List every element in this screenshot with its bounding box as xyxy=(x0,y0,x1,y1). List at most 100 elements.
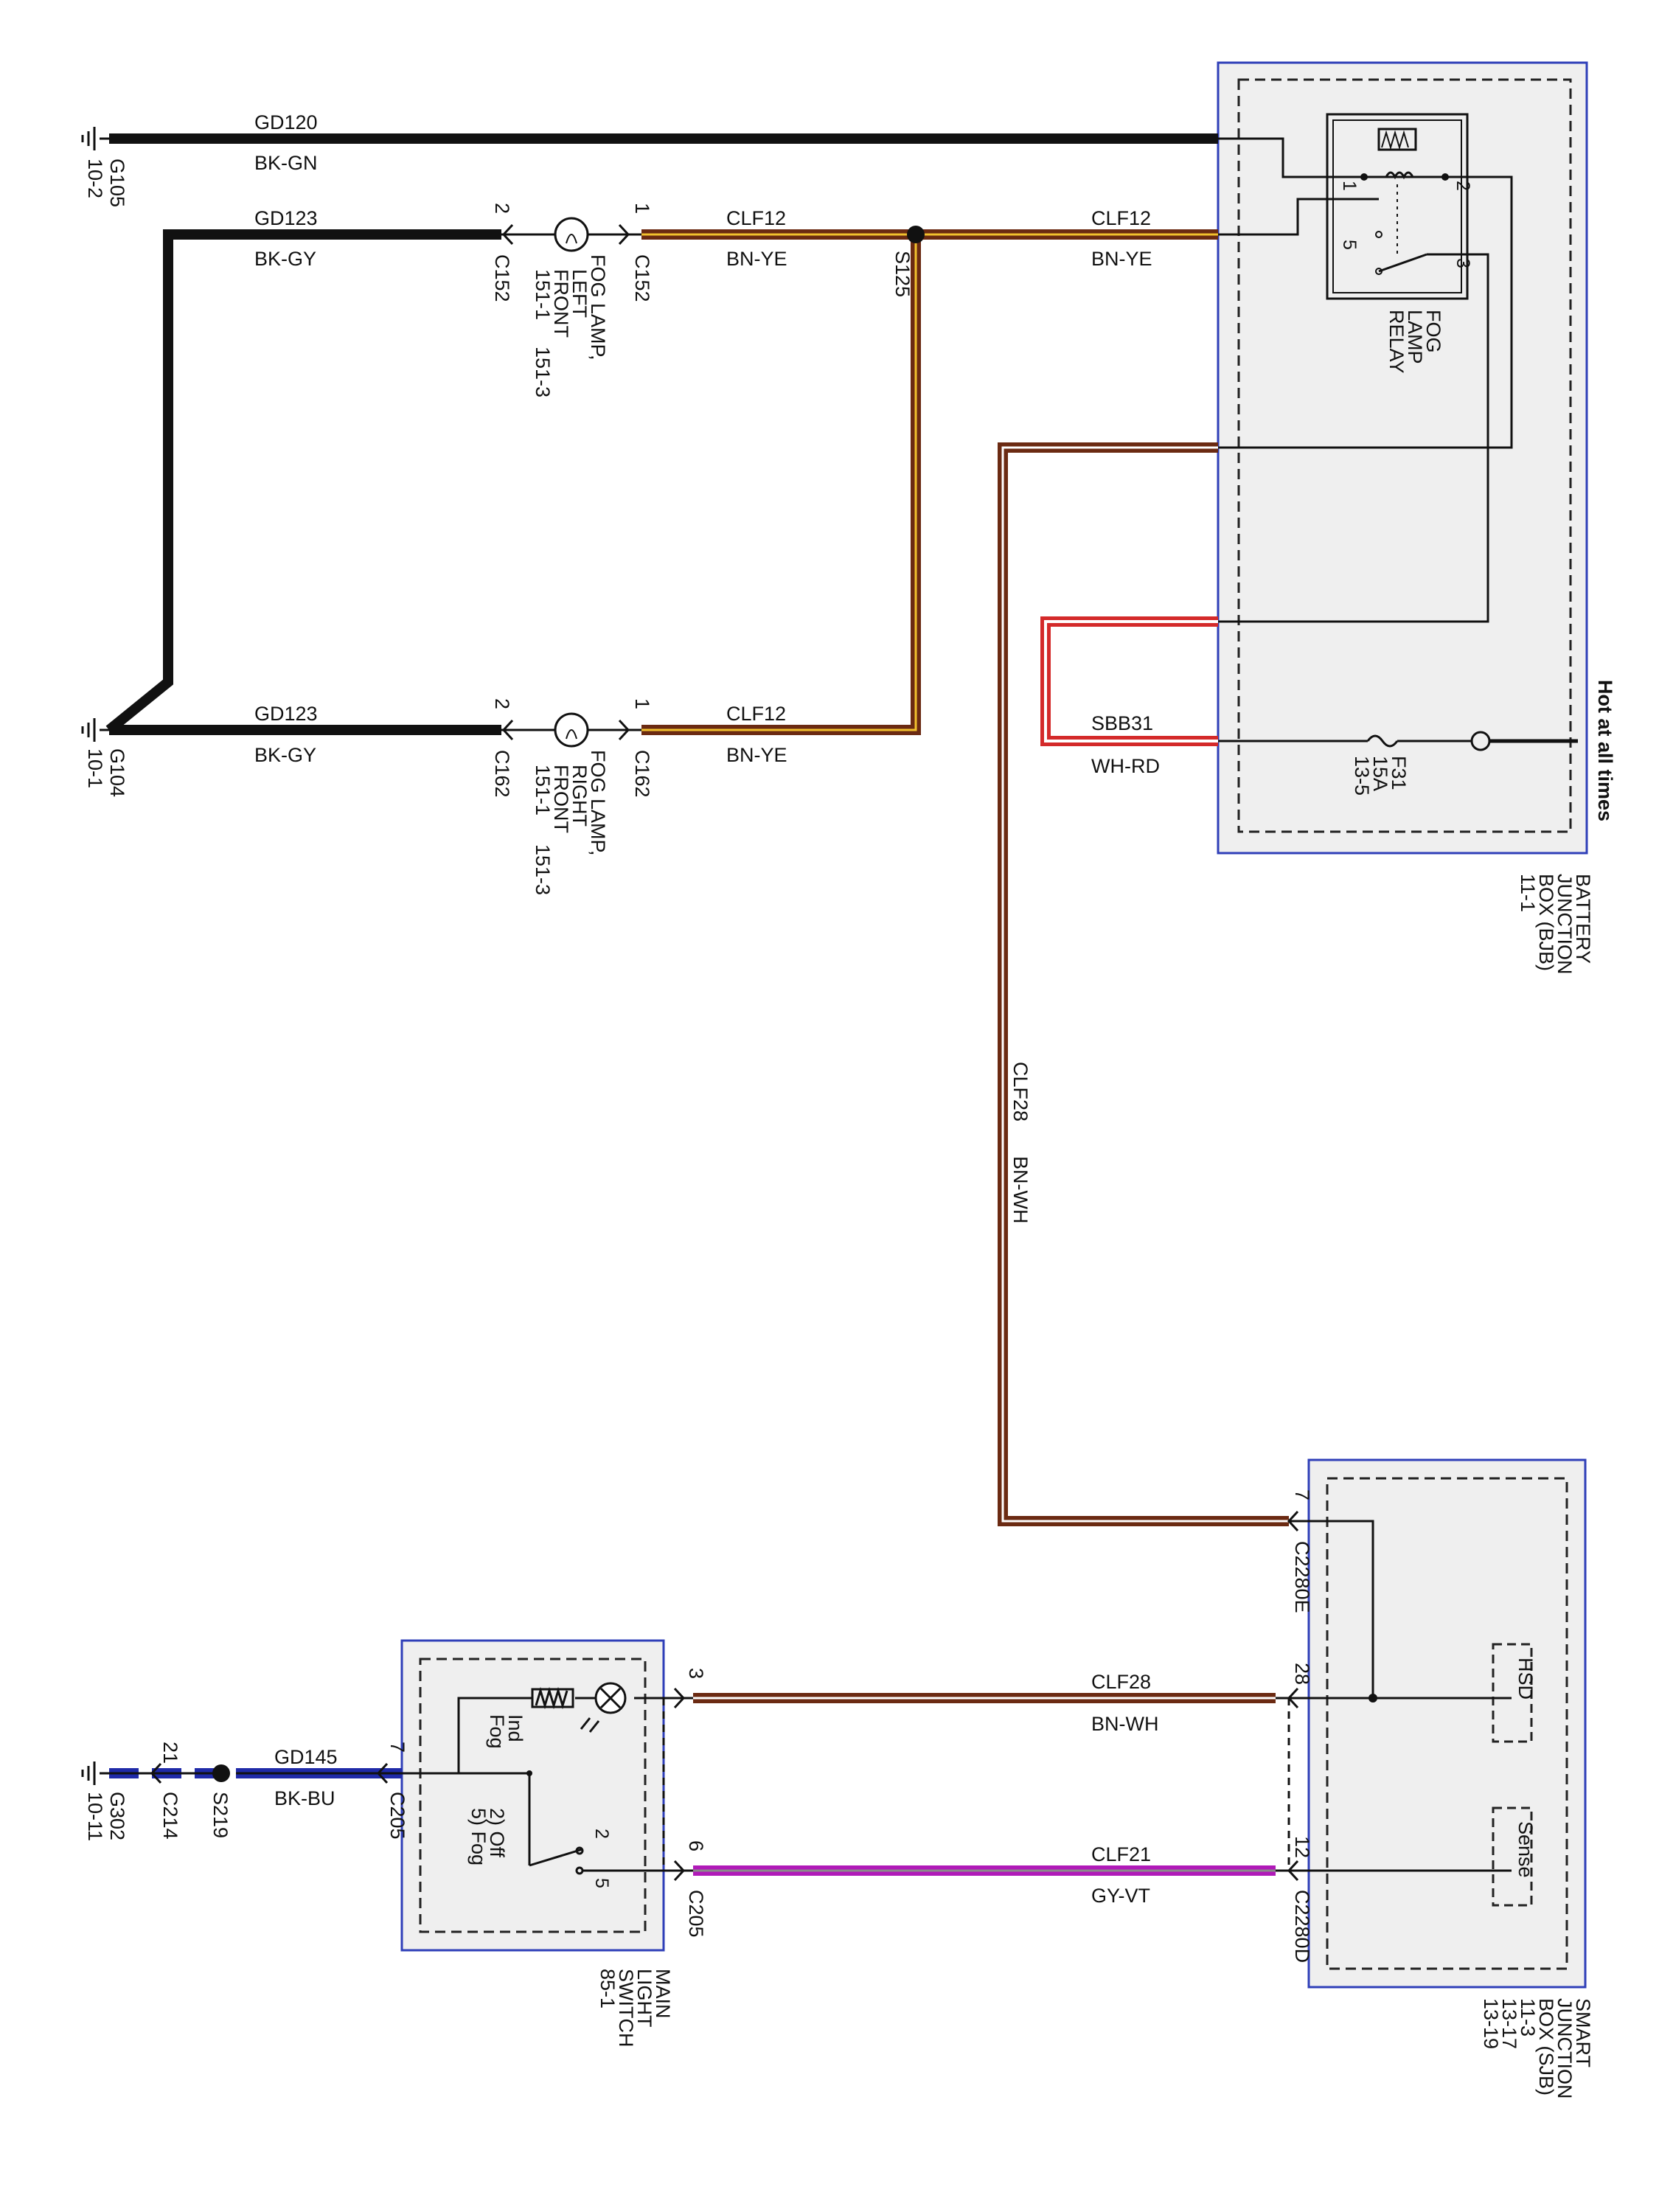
svg-text:FOG: FOG xyxy=(1422,310,1444,353)
splice-s219-name: S219 xyxy=(209,1792,232,1838)
c162-name-a: C162 xyxy=(631,750,653,798)
wire-gd120-color: BK-GN xyxy=(254,152,318,174)
svg-text:JUNCTION: JUNCTION xyxy=(1554,1998,1576,2099)
wire-gd123-top-color: BK-GY xyxy=(254,248,316,270)
ground-g105-name: G105 xyxy=(106,159,128,207)
wire-gd123-top-circuit: GD123 xyxy=(254,207,318,229)
svg-text:5: 5 xyxy=(591,1878,612,1888)
sjb-internal xyxy=(1287,1520,1512,1872)
svg-text:FRONT: FRONT xyxy=(550,765,572,833)
wire-clf28-vertical-circuit: CLF28 xyxy=(1009,1062,1032,1121)
ground-g104-name: G104 xyxy=(106,748,128,797)
svg-text:151-3: 151-3 xyxy=(532,347,554,397)
c162-pin2: 2 xyxy=(491,698,513,709)
wire-gd145-circuit: GD145 xyxy=(274,1746,338,1768)
wire-clf28-vertical-color: BN-WH xyxy=(1009,1156,1032,1223)
wire-sbb31-circuit: SBB31 xyxy=(1091,712,1153,734)
svg-text:13-19: 13-19 xyxy=(1480,1998,1502,2049)
svg-text:11-3: 11-3 xyxy=(1517,1998,1539,2037)
fog-lamp-left-symbol xyxy=(501,217,641,252)
svg-text:13-17: 13-17 xyxy=(1498,1998,1520,2049)
sense-block xyxy=(1492,1806,1533,1907)
svg-text:RELAY: RELAY xyxy=(1385,310,1408,374)
wire-clf28-bottom-color: BN-WH xyxy=(1091,1713,1158,1735)
svg-text:2: 2 xyxy=(591,1829,612,1839)
relay-label: FOG LAMP RELAY 1 2 3 5 xyxy=(1339,181,1473,374)
c2280e-name: C2280E xyxy=(1291,1541,1313,1613)
ground-g105-ref: 10-2 xyxy=(84,159,106,198)
svg-text:LAMP: LAMP xyxy=(1404,310,1426,364)
svg-text:BATTERY: BATTERY xyxy=(1572,874,1594,964)
ground-g302-name: G302 xyxy=(106,1792,128,1840)
svg-text:151-1: 151-1 xyxy=(532,765,554,815)
ground-g302-symbol xyxy=(81,1761,111,1785)
svg-text:JUNCTION: JUNCTION xyxy=(1554,874,1576,975)
c214-name: C214 xyxy=(159,1792,181,1840)
svg-text:151-3: 151-3 xyxy=(532,844,554,895)
wire-gd145 xyxy=(109,1762,529,1784)
wire-clf12-c-color: BN-YE xyxy=(726,744,787,766)
svg-text:85-1: 85-1 xyxy=(597,1969,619,2008)
main-light-switch-box xyxy=(400,1639,665,1952)
bjb-label: BATTERY JUNCTION BOX (BJB) 11-1 xyxy=(1517,874,1594,975)
wire-gd123-bottom-circuit: GD123 xyxy=(254,703,318,725)
svg-text:SMART: SMART xyxy=(1572,1998,1594,2067)
wire-gd120-circuit: GD120 xyxy=(254,111,318,133)
wire-clf28-bottom-circuit: CLF28 xyxy=(1091,1671,1151,1693)
wire-clf12-a-color: BN-YE xyxy=(726,248,787,270)
connector-c2280-chevrons xyxy=(1276,1510,1299,1882)
svg-text:FOG LAMP,: FOG LAMP, xyxy=(587,750,609,856)
c205-pin6: 6 xyxy=(685,1840,707,1851)
wire-gd120 xyxy=(109,133,1357,178)
c205-pin7: 7 xyxy=(386,1742,408,1753)
wire-clf12-lower xyxy=(641,234,921,735)
fuse-f31-label: F31 15A 13-5 xyxy=(1351,756,1410,796)
c152-pin1: 1 xyxy=(631,203,653,214)
svg-text:FRONT: FRONT xyxy=(550,269,572,338)
fuse-f31-symbol xyxy=(1218,731,1578,751)
smart-junction-box xyxy=(1307,1458,1587,1989)
wire-clf12-upper xyxy=(641,198,1379,240)
wire-sbb31 xyxy=(1040,616,1218,746)
c2280d-pin28: 28 xyxy=(1291,1663,1313,1685)
fog-lamp-left-label: FOG LAMP, LEFT FRONT 151-1 151-3 xyxy=(532,254,609,397)
svg-text:Ind: Ind xyxy=(504,1714,526,1742)
c152-name-b: C152 xyxy=(491,254,513,302)
c2280e-pin: 7 xyxy=(1291,1489,1313,1500)
svg-text:1: 1 xyxy=(1339,181,1360,191)
ground-g104-symbol xyxy=(81,718,111,742)
bjb-internal-relay-coil xyxy=(1218,175,1513,449)
svg-text:LEFT: LEFT xyxy=(568,269,591,318)
sjb-hsd-label: HSD xyxy=(1514,1658,1537,1700)
svg-text:5) Fog: 5) Fog xyxy=(467,1808,490,1865)
c205-name-b: C205 xyxy=(386,1792,408,1840)
c205-pin3: 3 xyxy=(685,1668,707,1679)
fog-lamp-right-symbol xyxy=(501,712,641,748)
main-switch-internal xyxy=(457,1682,664,1875)
wire-sbb31-color: WH-RD xyxy=(1091,755,1160,777)
svg-text:SWITCH: SWITCH xyxy=(615,1969,637,2047)
svg-text:151-1: 151-1 xyxy=(532,269,554,320)
c152-pin2: 2 xyxy=(491,203,513,214)
sjb-junction-dot xyxy=(1368,1694,1377,1703)
svg-text:FOG LAMP,: FOG LAMP, xyxy=(587,254,609,361)
fog-lamp-relay-symbol xyxy=(1326,113,1469,300)
splice-s125-dot xyxy=(907,226,925,243)
wire-clf12-b-color: BN-YE xyxy=(1091,248,1152,270)
svg-text:BOX (BJB): BOX (BJB) xyxy=(1535,874,1557,971)
svg-text:13-5: 13-5 xyxy=(1351,756,1373,796)
splice-s125-name: S125 xyxy=(891,251,914,297)
wire-gd145-color: BK-BU xyxy=(274,1787,335,1809)
c152-name-a: C152 xyxy=(631,254,653,302)
hsd-block xyxy=(1492,1643,1533,1743)
c162-pin1: 1 xyxy=(631,698,653,709)
c162-name-b: C162 xyxy=(491,750,513,798)
bjb-internal-relay-contact xyxy=(1218,253,1489,623)
wire-gd123-bottom-color: BK-GY xyxy=(254,744,316,766)
svg-text:2: 2 xyxy=(1453,181,1473,191)
wire-clf28-run xyxy=(998,442,1289,1526)
svg-text:LIGHT: LIGHT xyxy=(633,1969,655,2028)
splice-s219-dot xyxy=(212,1764,230,1782)
svg-text:11-1: 11-1 xyxy=(1517,874,1539,912)
